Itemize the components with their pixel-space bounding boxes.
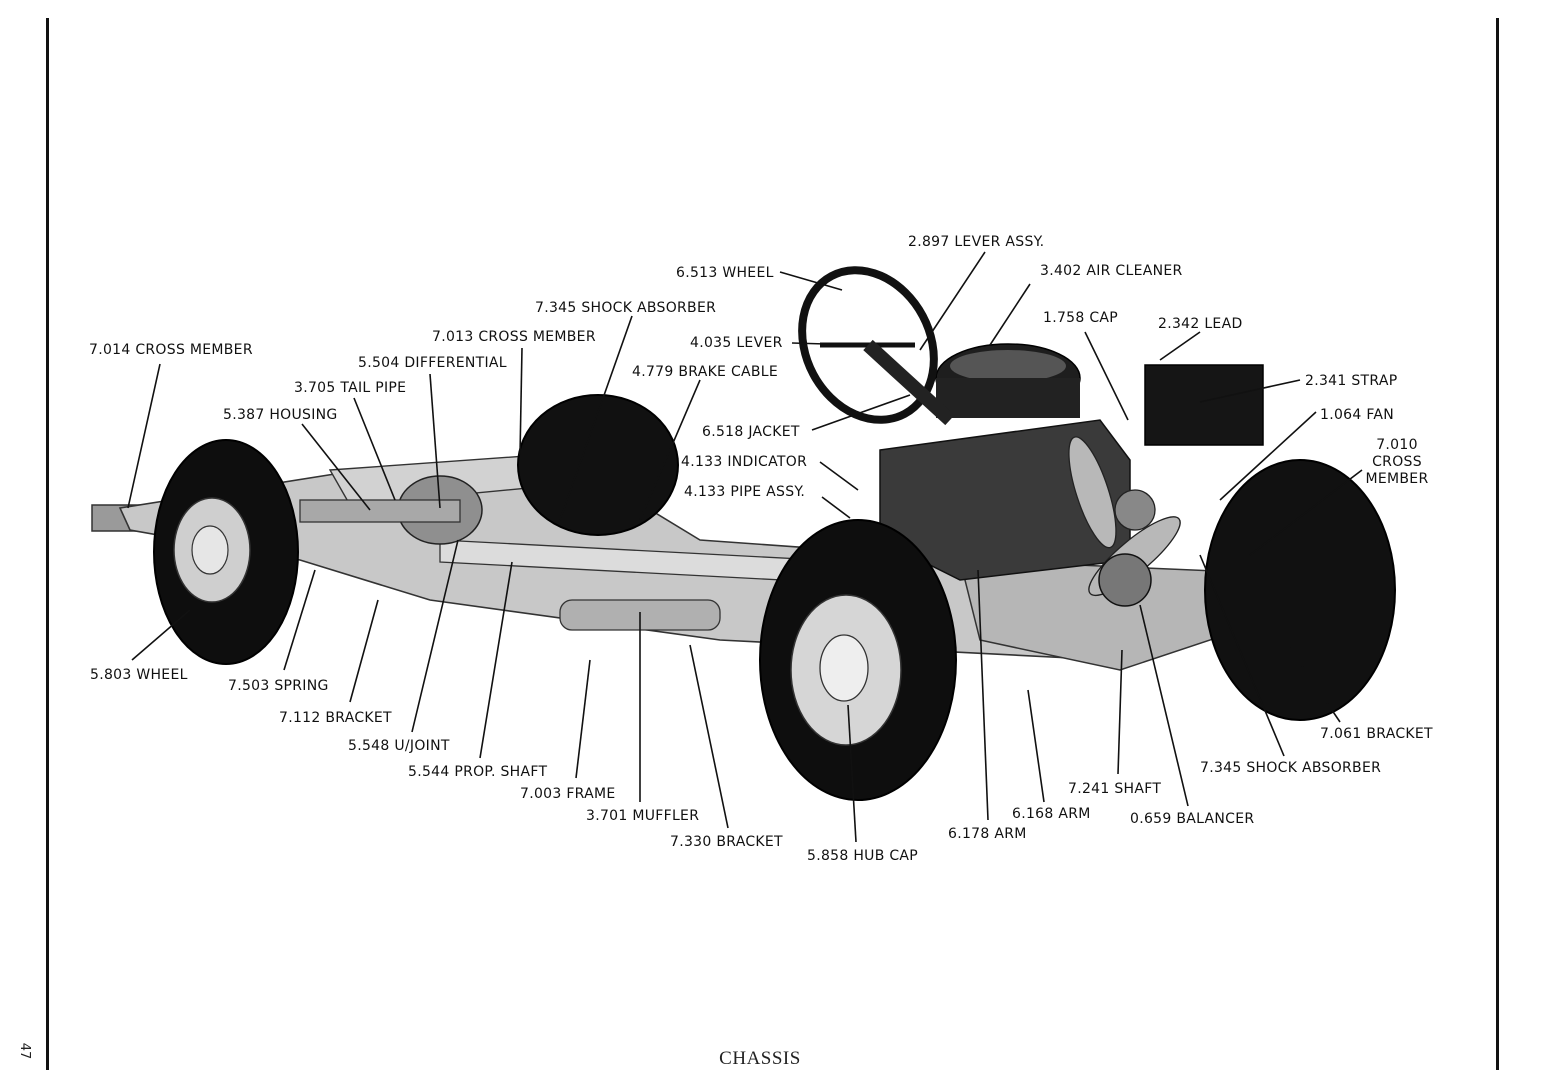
label-rear-wheel: 5.803 WHEEL: [90, 667, 188, 683]
label-cross-member-mid: 7.013 CROSS MEMBER: [432, 329, 596, 345]
wheels: [153, 394, 1396, 801]
label-cap: 1.758 CAP: [1043, 310, 1119, 326]
label-arm-lower: 6.178 ARM: [948, 826, 1027, 842]
label-lead: 2.342 LEAD: [1158, 316, 1243, 332]
page-number: 47: [17, 1042, 32, 1060]
label-prop-shaft: 5.544 PROP. SHAFT: [408, 764, 548, 780]
callout-lines: [127, 251, 1363, 843]
label-hub-cap: 5.858 HUB CAP: [807, 848, 919, 864]
label-steering-wheel: 6.513 WHEEL: [676, 265, 774, 281]
label-u-joint: 5.548 U/JOINT: [348, 738, 450, 754]
engine-block: [879, 343, 1264, 607]
label-lever: 4.035 LEVER: [690, 335, 783, 351]
left-margin-rule: [46, 18, 49, 1070]
right-margin-rule: [1496, 18, 1499, 1070]
label-differential: 5.504 DIFFERENTIAL: [358, 355, 507, 371]
label-fan: 1.064 FAN: [1320, 407, 1395, 423]
label-arm-upper: 6.168 ARM: [1012, 806, 1091, 822]
label-jacket: 6.518 JACKET: [702, 424, 800, 440]
label-bracket-mid: 7.330 BRACKET: [670, 834, 783, 850]
label-bracket-front: 7.061 BRACKET: [1320, 726, 1433, 742]
label-shock-absorber-front: 7.345 SHOCK ABSORBER: [1200, 760, 1382, 776]
label-indicator: 4.133 INDICATOR: [681, 454, 808, 470]
label-balancer: 0.659 BALANCER: [1130, 811, 1255, 827]
label-cross-member-front: 7.010 CROSS MEMBER: [1365, 437, 1429, 487]
label-shock-absorber-rear: 7.345 SHOCK ABSORBER: [535, 300, 717, 316]
label-cross-member-rear: 7.014 CROSS MEMBER: [89, 342, 253, 358]
label-housing: 5.387 HOUSING: [223, 407, 338, 423]
label-muffler: 3.701 MUFFLER: [586, 808, 700, 824]
steering-assembly: [798, 266, 955, 426]
label-air-cleaner: 3.402 AIR CLEANER: [1040, 263, 1183, 279]
label-shaft: 7.241 SHAFT: [1068, 781, 1162, 797]
label-lever-assy: 2.897 LEVER ASSY.: [908, 234, 1045, 250]
label-brake-cable: 4.779 BRAKE CABLE: [632, 364, 779, 380]
label-bracket-rear: 7.112 BRACKET: [279, 710, 392, 726]
label-pipe-assy: 4.133 PIPE ASSY.: [684, 484, 806, 500]
label-tail-pipe: 3.705 TAIL PIPE: [294, 380, 407, 396]
label-strap: 2.341 STRAP: [1305, 373, 1398, 389]
label-spring: 7.503 SPRING: [228, 678, 329, 694]
page-caption: CHASSIS: [719, 1048, 801, 1069]
label-frame: 7.003 FRAME: [520, 786, 616, 802]
